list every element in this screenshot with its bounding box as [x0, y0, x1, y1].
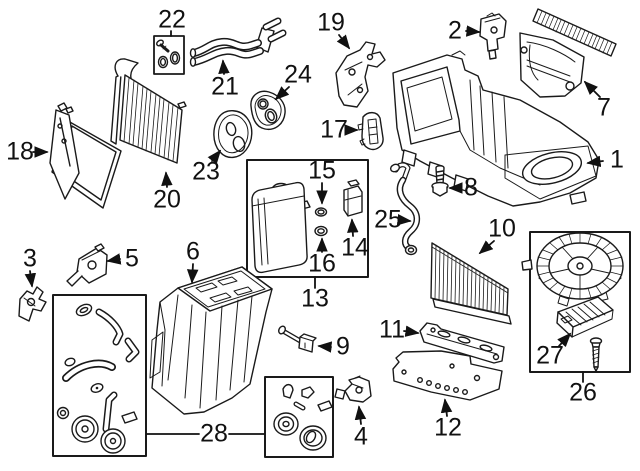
callout-28[interactable]: 28	[200, 419, 228, 448]
callout-20[interactable]: 20	[153, 185, 181, 214]
part-27-blower-resistor	[556, 296, 614, 338]
callout-15[interactable]: 15	[308, 156, 336, 185]
callout-18[interactable]: 18	[6, 137, 34, 166]
part-26-blower-kit[interactable]	[521, 231, 631, 373]
callout-9[interactable]: 9	[336, 332, 350, 361]
callout-1[interactable]: 1	[610, 145, 624, 174]
part-18-evaporator-core[interactable]	[49, 102, 122, 209]
callout-14[interactable]: 14	[341, 233, 369, 262]
part-14-expansion-valve	[343, 179, 363, 217]
part-23-pipe-gasket[interactable]	[213, 110, 253, 159]
part-26-screw	[589, 337, 603, 372]
callout-3[interactable]: 3	[23, 244, 37, 273]
part-11-retainer-strip[interactable]	[419, 322, 505, 364]
callout-22[interactable]: 22	[158, 5, 186, 34]
callout-26[interactable]: 26	[569, 378, 597, 407]
callout-4[interactable]: 4	[354, 422, 368, 451]
callout-8[interactable]: 8	[464, 173, 478, 202]
part-22-seal-kit-box[interactable]	[153, 35, 185, 75]
callout-12[interactable]: 12	[434, 413, 462, 442]
callout-2[interactable]: 2	[448, 16, 462, 45]
part-12-insulator-panel[interactable]	[392, 350, 503, 401]
callout-leaders	[24, 25, 604, 435]
part-21-heater-hoses[interactable]	[189, 17, 287, 67]
part-5-actuator[interactable]	[66, 243, 108, 287]
callout-23[interactable]: 23	[192, 157, 220, 186]
callout-10[interactable]: 10	[488, 214, 516, 243]
part-13-evaporator-kit[interactable]	[246, 159, 369, 278]
callout-16[interactable]: 16	[308, 249, 336, 278]
part-7-air-inlet-cover[interactable]	[519, 8, 617, 98]
callout-19[interactable]: 19	[317, 8, 345, 37]
part-2-mounting-bracket[interactable]	[479, 12, 507, 60]
part-8-bolt[interactable]	[431, 165, 449, 197]
part-6-heater-housing[interactable]	[149, 266, 273, 415]
callout-7[interactable]: 7	[597, 93, 611, 122]
part-4-actuator[interactable]	[334, 375, 372, 403]
part-17-grommet-seal[interactable]	[357, 111, 384, 151]
part-20-heater-core[interactable]	[110, 58, 187, 164]
callout-13[interactable]: 13	[301, 284, 329, 313]
callout-6[interactable]: 6	[186, 237, 200, 266]
callout-25[interactable]: 25	[374, 205, 402, 234]
part-3-bracket-clip[interactable]	[18, 286, 47, 322]
callout-11[interactable]: 11	[379, 315, 405, 344]
callout-21[interactable]: 21	[211, 72, 239, 101]
callout-27[interactable]: 27	[536, 341, 564, 370]
part-9-drain-tube[interactable]	[277, 325, 317, 353]
part-28-lever-kit[interactable]	[52, 294, 147, 457]
part-24-pipe-gasket[interactable]	[250, 90, 286, 131]
callout-5[interactable]: 5	[125, 244, 139, 273]
part-10-cabin-filter[interactable]	[430, 242, 512, 325]
part-25-drain-hose[interactable]	[389, 162, 421, 256]
part-19-support-bracket[interactable]	[335, 41, 386, 108]
part-28b-lever-kit[interactable]	[264, 376, 334, 458]
callout-17[interactable]: 17	[320, 115, 348, 144]
callout-24[interactable]: 24	[284, 60, 312, 89]
